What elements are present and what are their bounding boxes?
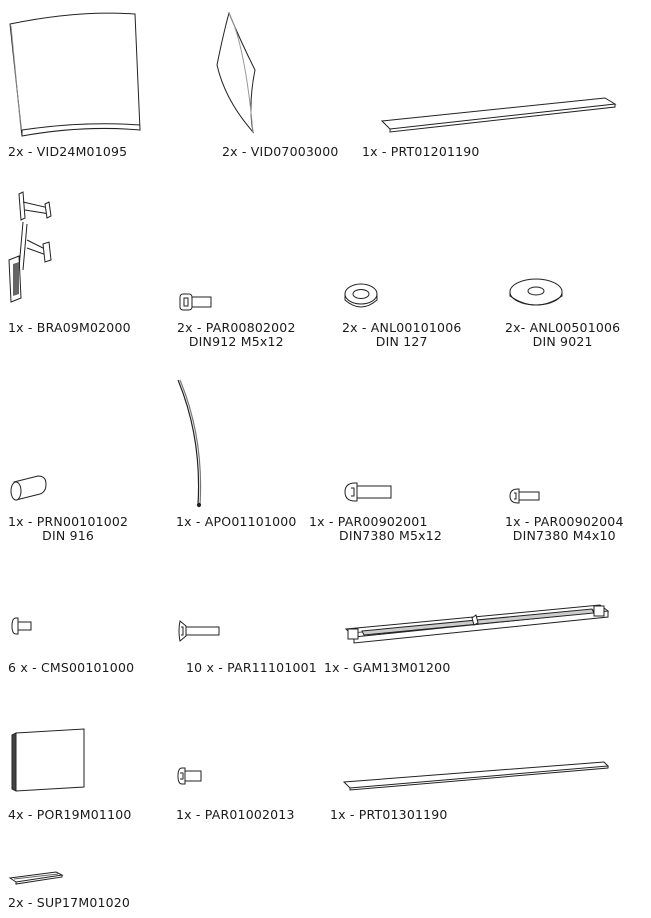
part-label-vid24: 2x - VID24M01095 <box>8 144 128 159</box>
bracket-arm-illustration <box>5 190 60 305</box>
part-label-prt012: 1x - PRT01201190 <box>362 144 480 159</box>
part-label-vid07: 2x - VID07003000 <box>222 144 339 159</box>
long-strip-illustration <box>342 760 612 792</box>
button-head-screw-m4-illustration <box>508 487 542 505</box>
rail-track-illustration <box>342 601 612 645</box>
glass-side-panel-illustration <box>215 10 260 135</box>
flat-head-screw-illustration <box>176 619 222 643</box>
part-label-prn001: 1x - PRN00101002 DIN 916 <box>8 514 129 543</box>
spring-washer-illustration <box>343 280 379 312</box>
curved-rod-illustration <box>176 378 206 508</box>
part-label-anl001: 2x - ANL00101006 DIN 127 <box>342 320 462 349</box>
part-label-cms001: 6 x - CMS00101000 <box>8 660 135 675</box>
hex-screw-illustration <box>178 292 214 312</box>
small-screw-illustration <box>10 616 34 636</box>
part-label-par0092001: 1x - PAR00902001 DIN7380 M5x12 <box>309 514 443 543</box>
support-bar-illustration <box>8 869 64 885</box>
cover-plate-illustration <box>10 727 86 793</box>
part-label-bra09: 1x - BRA09M02000 <box>8 320 131 335</box>
part-label-prt013: 1x - PRT01301190 <box>330 807 448 822</box>
countersunk-screw-illustration <box>176 766 204 786</box>
part-label-anl005: 2x- ANL00501006 DIN 9021 <box>505 320 621 349</box>
grub-screw-illustration <box>8 474 48 502</box>
part-label-gam13: 1x - GAM13M01200 <box>324 660 451 675</box>
part-label-sup17: 2x - SUP17M01020 <box>8 895 131 910</box>
profile-strip-illustration <box>380 96 620 134</box>
part-label-par008: 2x - PAR00802002 DIN912 M5x12 <box>177 320 296 349</box>
part-label-par111: 10 x - PAR11101001 <box>186 660 317 675</box>
button-head-screw-m5-illustration <box>343 480 395 504</box>
part-label-par0092004: 1x - PAR00902004 DIN7380 M4x10 <box>505 514 624 543</box>
part-label-por19: 4x - POR19M01100 <box>8 807 132 822</box>
part-label-par010: 1x - PAR01002013 <box>176 807 295 822</box>
flat-washer-illustration <box>508 276 564 312</box>
glass-panel-illustration <box>8 12 143 140</box>
part-label-apo011: 1x - APO01101000 <box>176 514 297 529</box>
